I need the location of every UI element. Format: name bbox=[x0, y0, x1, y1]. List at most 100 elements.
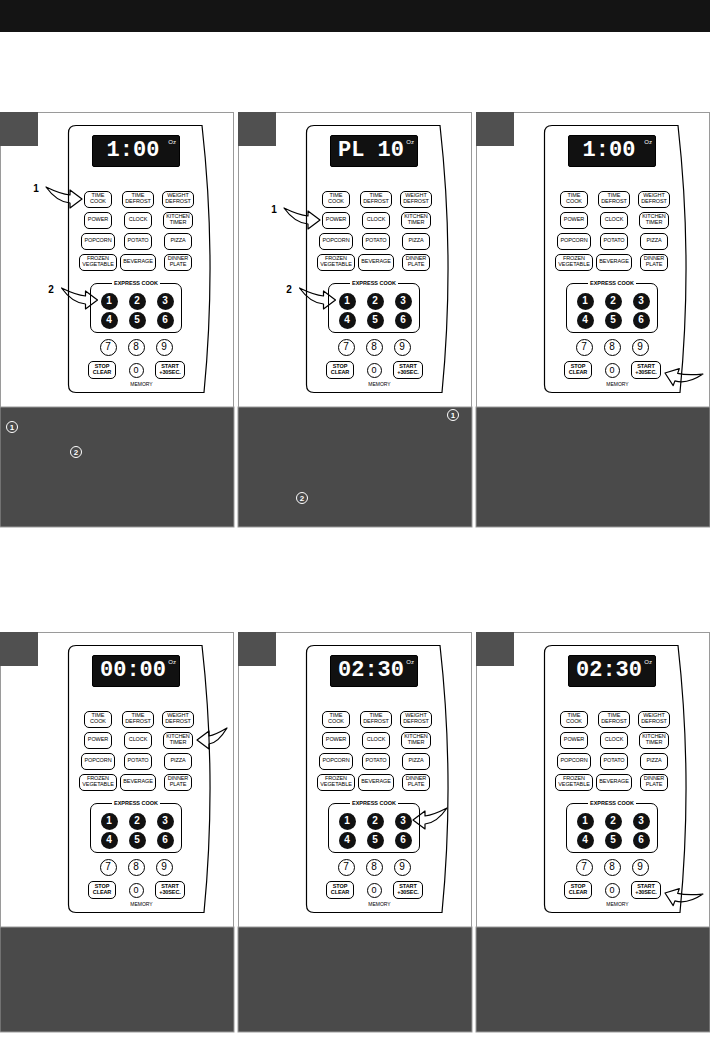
function-button: DINNER PLATE bbox=[640, 774, 668, 791]
button-label: KITCHEN TIMER bbox=[166, 214, 189, 226]
button-number: 6 bbox=[162, 315, 168, 325]
function-button: WEIGHT DEFROST bbox=[162, 711, 194, 728]
display-readout: 02:30 bbox=[576, 659, 642, 683]
number-button: 7 bbox=[576, 859, 593, 876]
function-button: PIZZA bbox=[164, 233, 192, 250]
button-number: 3 bbox=[162, 296, 168, 306]
control-panel: MEMORY02:30OzTIME COOKTIME DEFROSTWEIGHT… bbox=[544, 645, 691, 913]
function-button: KITCHEN TIMER bbox=[163, 212, 193, 229]
group-label: EXPRESS COOK bbox=[112, 280, 160, 287]
panel-outline bbox=[307, 646, 449, 913]
number-button: 8 bbox=[604, 339, 621, 356]
button-label: START +30SEC. bbox=[635, 884, 656, 896]
button-number: 7 bbox=[105, 862, 111, 872]
express-button: 3 bbox=[395, 293, 412, 310]
number-button: 7 bbox=[338, 859, 355, 876]
button-label: POPCORN bbox=[322, 238, 349, 244]
function-button: BEVERAGE bbox=[120, 774, 156, 791]
button-label: CLOCK bbox=[367, 737, 385, 743]
step-tab bbox=[238, 112, 276, 146]
button-label: DINNER PLATE bbox=[406, 776, 426, 788]
button-label: PIZZA bbox=[170, 238, 185, 244]
callout-number: 2 bbox=[284, 284, 294, 296]
button-label: START +30SEC. bbox=[159, 884, 180, 896]
pointer-arrow bbox=[413, 808, 447, 829]
express-button: 6 bbox=[157, 832, 174, 849]
pointer-arrow bbox=[46, 187, 82, 208]
function-button: DINNER PLATE bbox=[164, 774, 192, 791]
display-window: 1:00Oz bbox=[92, 135, 180, 167]
function-button: KITCHEN TIMER bbox=[401, 732, 431, 749]
stop-button: STOP CLEAR bbox=[564, 881, 592, 899]
step-frame bbox=[239, 633, 472, 928]
zero-button: 0 bbox=[605, 883, 620, 898]
function-button: TIME COOK bbox=[322, 191, 350, 208]
memory-label: MEMORY bbox=[544, 381, 691, 387]
button-number: 1 bbox=[106, 816, 112, 826]
button-number: 9 bbox=[161, 342, 167, 352]
number-button: 9 bbox=[394, 339, 411, 356]
function-button: POPCORN bbox=[81, 753, 115, 770]
express-button: 4 bbox=[339, 832, 356, 849]
button-number: 6 bbox=[638, 315, 644, 325]
function-button: POTATO bbox=[124, 233, 152, 250]
button-number: 9 bbox=[161, 862, 167, 872]
panel-outline bbox=[69, 126, 211, 393]
button-number: 6 bbox=[400, 835, 406, 845]
express-button: 6 bbox=[395, 312, 412, 329]
button-number: 1 bbox=[582, 296, 588, 306]
button-label: TIME COOK bbox=[90, 713, 106, 725]
function-button: POTATO bbox=[124, 753, 152, 770]
express-button: 5 bbox=[129, 832, 146, 849]
function-button: TIME DEFROST bbox=[360, 191, 392, 208]
button-label: POPCORN bbox=[560, 238, 587, 244]
callout-number: 1 bbox=[31, 183, 41, 195]
memory-label: MEMORY bbox=[306, 901, 453, 907]
display-window: 1:00Oz bbox=[568, 135, 656, 167]
circled-step-number: 1 bbox=[447, 409, 459, 421]
function-button: POPCORN bbox=[557, 233, 591, 250]
button-number: 2 bbox=[372, 296, 378, 306]
button-number: 7 bbox=[105, 342, 111, 352]
express-button: 6 bbox=[157, 312, 174, 329]
button-label: START +30SEC. bbox=[397, 364, 418, 376]
memory-label: MEMORY bbox=[306, 381, 453, 387]
function-button: TIME DEFROST bbox=[360, 711, 392, 728]
button-label: CLOCK bbox=[605, 217, 623, 223]
oz-indicator: Oz bbox=[644, 659, 652, 665]
stop-button: STOP CLEAR bbox=[564, 361, 592, 379]
express-button: 5 bbox=[605, 312, 622, 329]
button-label: POWER bbox=[326, 737, 346, 743]
button-label: WEIGHT DEFROST bbox=[403, 713, 429, 725]
express-button: 6 bbox=[633, 832, 650, 849]
button-number: 4 bbox=[344, 835, 350, 845]
function-button: PIZZA bbox=[402, 753, 430, 770]
button-number: 5 bbox=[134, 315, 140, 325]
number-button: 8 bbox=[128, 339, 145, 356]
button-number: 0 bbox=[133, 885, 138, 895]
function-button: PIZZA bbox=[164, 753, 192, 770]
button-number: 4 bbox=[582, 835, 588, 845]
button-label: DINNER PLATE bbox=[168, 776, 188, 788]
express-button: 6 bbox=[395, 832, 412, 849]
start-button: START +30SEC. bbox=[631, 361, 661, 379]
button-label: POWER bbox=[564, 217, 584, 223]
button-label: PIZZA bbox=[646, 238, 661, 244]
number-button: 9 bbox=[632, 339, 649, 356]
button-number: 8 bbox=[371, 862, 377, 872]
button-label: POWER bbox=[326, 217, 346, 223]
button-label: TIME DEFROST bbox=[125, 713, 151, 725]
function-button: TIME DEFROST bbox=[598, 711, 630, 728]
function-button: KITCHEN TIMER bbox=[639, 732, 669, 749]
button-label: POPCORN bbox=[322, 758, 349, 764]
button-label: POPCORN bbox=[560, 758, 587, 764]
express-button: 1 bbox=[101, 293, 118, 310]
button-label: DINNER PLATE bbox=[644, 256, 664, 268]
function-button: PIZZA bbox=[402, 233, 430, 250]
button-number: 7 bbox=[581, 862, 587, 872]
button-number: 3 bbox=[400, 816, 406, 826]
button-label: TIME DEFROST bbox=[601, 713, 627, 725]
circled-step-number: 2 bbox=[296, 492, 308, 504]
function-button: DINNER PLATE bbox=[640, 254, 668, 271]
